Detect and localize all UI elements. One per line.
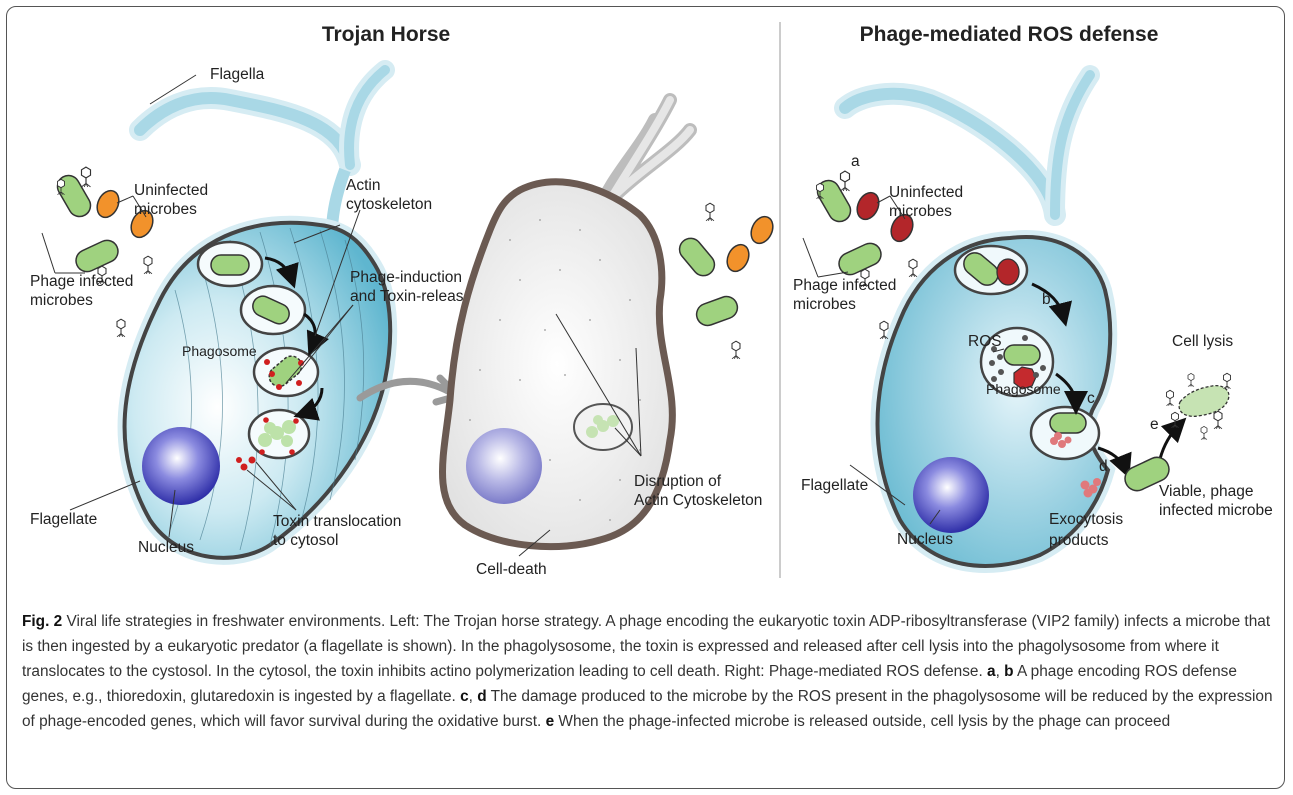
label-exocytosis-2: products (1049, 532, 1109, 549)
released-microbes (675, 203, 777, 359)
nucleus-right (913, 457, 989, 533)
caption-sep-1: , (996, 663, 1005, 680)
label-flagellate-right: Flagellate (801, 477, 868, 494)
caption-ref-d: d (477, 688, 486, 705)
label-actin: Actin (346, 177, 380, 194)
caption-sep-2: , (469, 688, 478, 705)
label-ros: ROS (968, 333, 1002, 350)
label-phage-infected: Phage infected (30, 273, 133, 290)
label-viable: Viable, phage (1159, 483, 1254, 500)
label-exocytosis: Exocytosis (1049, 511, 1123, 528)
label-disruption: Disruption of (634, 473, 722, 490)
label-phage-induction: Phage-induction (350, 269, 462, 286)
flagella-right (845, 75, 1090, 215)
label-phagosome: Phagosome (182, 343, 257, 359)
figure-caption: Fig. 2 Viral life strategies in freshwat… (22, 609, 1280, 734)
label-toxin-2: to cytosol (273, 532, 338, 549)
label-disruption-2: Actin Cytoskeleton (634, 492, 762, 509)
label-phage-infected-right-2: microbes (793, 296, 856, 313)
label-phagosome-right: Phagosome (986, 381, 1061, 397)
left-panel: Trojan Horse (30, 23, 777, 578)
label-uninfected-right-2: microbes (889, 203, 952, 220)
caption-fig-label: Fig. 2 (22, 613, 62, 630)
label-uninfected: Uninfected (134, 182, 208, 199)
label-step-d: d (1099, 458, 1108, 475)
label-step-c: c (1087, 390, 1095, 407)
label-nucleus-right: Nucleus (897, 531, 953, 548)
label-phage-induction-2: and Toxin-release (350, 288, 472, 305)
caption-ref-a: a (987, 663, 996, 680)
label-flagellate: Flagellate (30, 511, 97, 528)
label-phage-infected-right: Phage infected (793, 277, 896, 294)
label-uninfected-right: Uninfected (889, 184, 963, 201)
label-phage-infected-2: microbes (30, 292, 93, 309)
label-flagella: Flagella (210, 66, 265, 83)
nucleus-left (142, 427, 220, 505)
caption-text-4: When the phage-infected microbe is relea… (554, 713, 1170, 730)
caption-ref-e: e (546, 713, 555, 730)
label-step-e: e (1150, 416, 1159, 433)
left-panel-title: Trojan Horse (322, 23, 450, 46)
label-step-b: b (1042, 291, 1051, 308)
label-cell-lysis: Cell lysis (1172, 333, 1233, 350)
label-cell-death: Cell-death (476, 561, 547, 578)
label-step-a: a (851, 153, 860, 170)
label-uninfected-2: microbes (134, 201, 197, 218)
label-nucleus: Nucleus (138, 539, 194, 556)
caption-ref-c: c (460, 688, 469, 705)
label-actin-2: cytoskeleton (346, 196, 432, 213)
right-panel-title: Phage-mediated ROS defense (860, 23, 1159, 46)
right-panel: Phage-mediated ROS defense (793, 23, 1273, 566)
caption-ref-b: b (1004, 663, 1013, 680)
label-viable-2: infected microbe (1159, 502, 1273, 519)
label-toxin: Toxin translocation (273, 513, 401, 530)
